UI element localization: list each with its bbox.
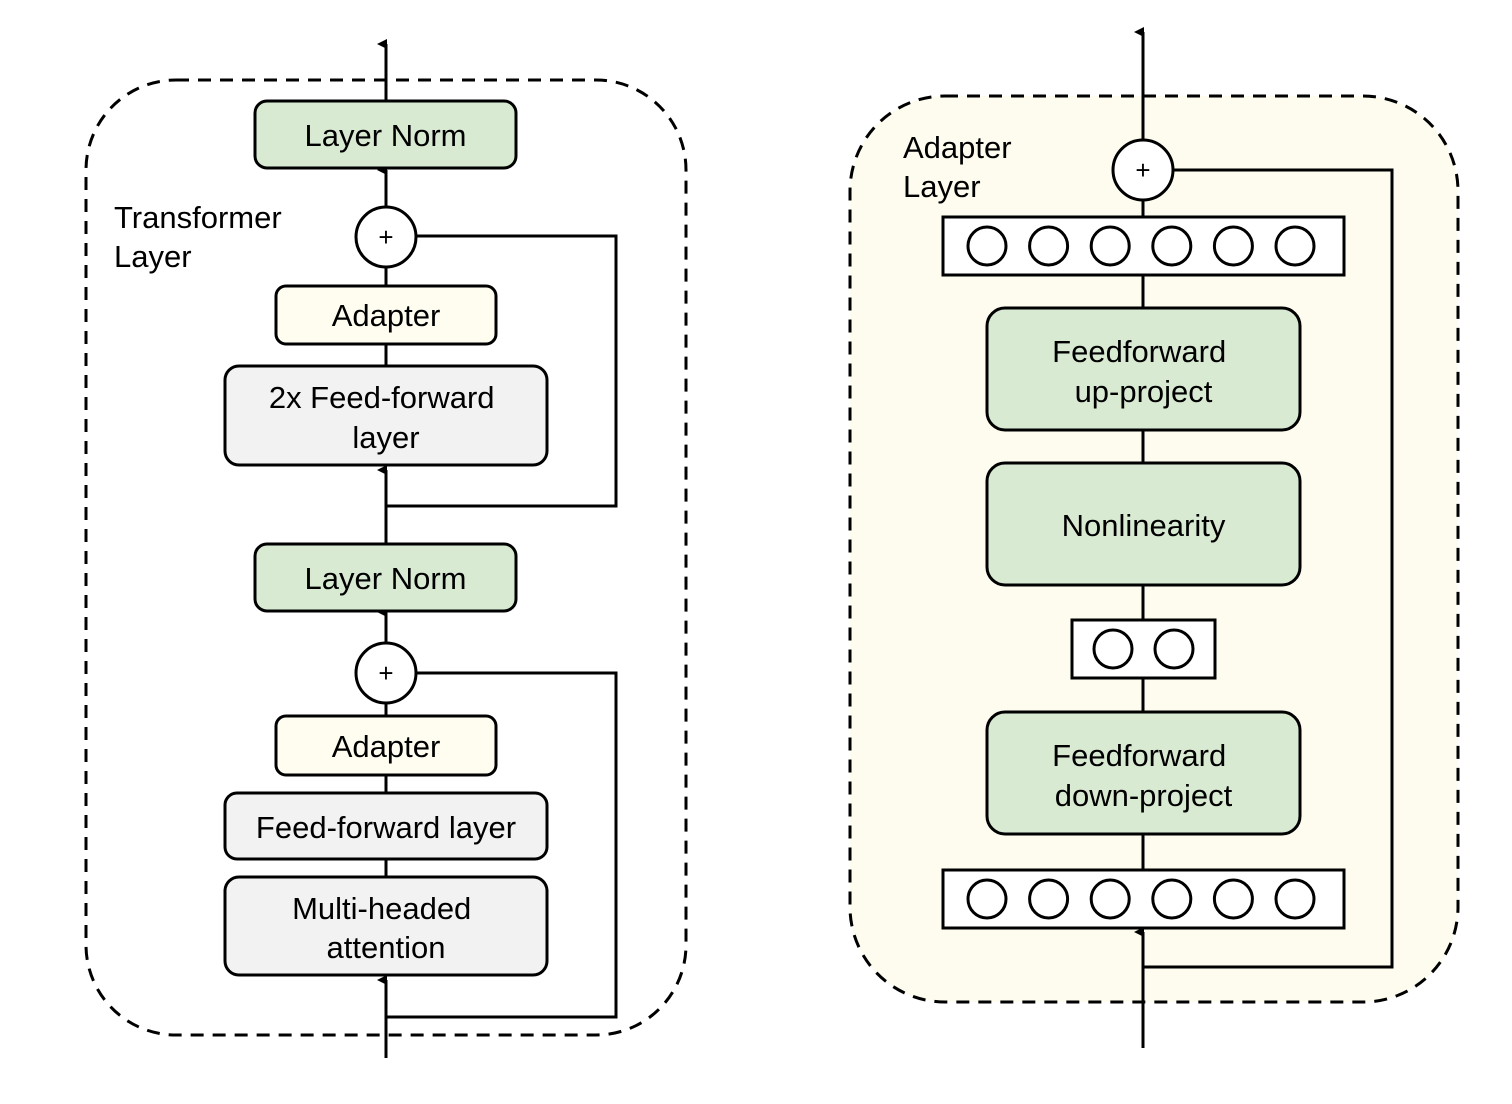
bottleneck-unit-1 (1092, 628, 1134, 670)
layer-norm-bottom-label: Layer Norm (305, 561, 467, 596)
residual-skip-top (386, 234, 618, 508)
output-unit-5 (1212, 225, 1254, 267)
transformer-layer-label-line-1: Transformer (114, 200, 282, 235)
transformer-layer-label: Transformer Layer (114, 200, 290, 274)
adapter-layer-label-line-2: Layer (903, 169, 981, 204)
feed-forward-label: Feed-forward layer (256, 810, 516, 845)
sum-node-top: + (354, 205, 418, 269)
down-project-label: Feedforward down-project (1052, 738, 1235, 813)
transformer-layer-label-line-2: Layer (114, 239, 192, 274)
input-unit-2 (1028, 878, 1070, 920)
input-unit-5 (1212, 878, 1254, 920)
multi-headed-attention-label: Multi-headed attention (292, 891, 480, 965)
residual-skip-bottom (386, 671, 618, 1019)
down-project-block: Feedforward down-project (985, 710, 1302, 836)
up-project-label: Feedforward up-project (1052, 334, 1235, 409)
feed-forward-block: Feed-forward layer (223, 791, 549, 861)
layer-norm-top-block: Layer Norm (253, 99, 518, 170)
adapter-sum-node-symbol: + (1135, 155, 1150, 185)
input-unit-3 (1089, 878, 1131, 920)
transformer-layer-panel: Transformer Layer Layer Norm (84, 39, 688, 1058)
input-unit-6 (1274, 878, 1316, 920)
up-project-block: Feedforward up-project (985, 306, 1302, 432)
adapter-top-label: Adapter (332, 298, 441, 333)
adapter-layer-label: Adapter Layer (903, 130, 1020, 204)
output-vector (941, 215, 1346, 277)
adapter-top-block: Adapter (274, 284, 498, 346)
sum-node-bottom-symbol: + (378, 658, 393, 688)
nonlinearity-block: Nonlinearity (985, 461, 1302, 587)
sum-node-bottom: + (354, 641, 418, 705)
adapter-sum-node: + (1111, 138, 1175, 202)
feed-forward-2x-label: 2x Feed-forward layer (269, 380, 503, 455)
bottleneck-vector (1070, 618, 1217, 680)
layer-norm-top-label: Layer Norm (305, 118, 467, 153)
adapter-connectors (1134, 27, 1394, 1048)
output-unit-2 (1028, 225, 1070, 267)
output-unit-6 (1274, 225, 1316, 267)
input-vector (941, 868, 1346, 930)
input-unit-1 (966, 878, 1008, 920)
multi-headed-attention-block: Multi-headed attention (223, 875, 549, 977)
bottleneck-unit-2 (1153, 628, 1195, 670)
adapter-bottom-label: Adapter (332, 729, 441, 764)
layer-norm-bottom-block: Layer Norm (253, 542, 518, 613)
adapter-bottom-block: Adapter (274, 714, 498, 777)
adapter-layer-label-line-1: Adapter (903, 130, 1012, 165)
output-unit-1 (966, 225, 1008, 267)
adapter-layer-panel: Adapter Layer + Feedforward up (848, 27, 1460, 1048)
output-unit-4 (1151, 225, 1193, 267)
nonlinearity-label: Nonlinearity (1062, 508, 1226, 543)
sum-node-top-symbol: + (378, 222, 393, 252)
output-unit-3 (1089, 225, 1131, 267)
input-unit-4 (1151, 878, 1193, 920)
feed-forward-2x-block: 2x Feed-forward layer (223, 364, 549, 467)
adapter-residual-skip (1143, 168, 1394, 969)
